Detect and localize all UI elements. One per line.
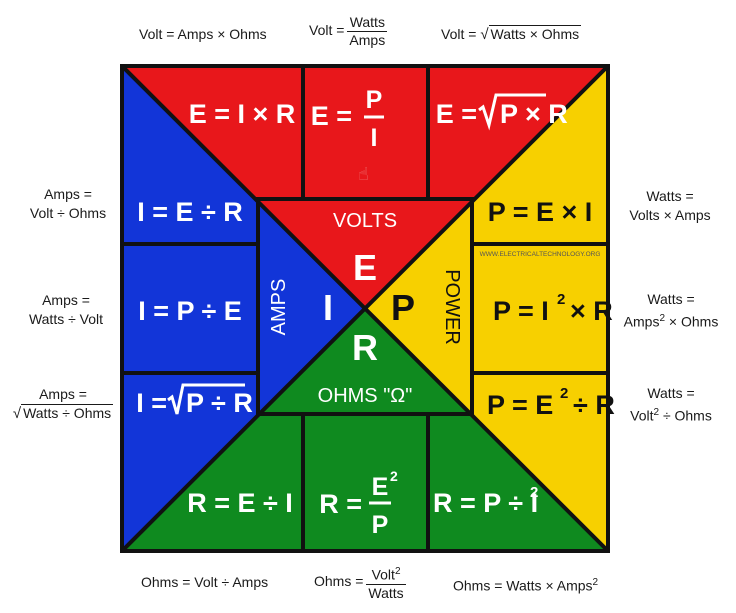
formula-e-sqrt-left: E = xyxy=(436,99,477,129)
power-label: POWER xyxy=(441,269,463,345)
label-volt-sqrt: Volt = √Watts × Ohms xyxy=(441,25,582,44)
label-watts-1-line2: Volts × Amps xyxy=(629,207,711,223)
label-volt-frac-num: Watts xyxy=(347,14,388,32)
label-ohms-3-sup: 2 xyxy=(592,577,599,588)
label-volt-sqrt-left: Volt = xyxy=(441,26,477,42)
label-amps-volt-ohms: Amps = Volt ÷ Ohms xyxy=(18,185,118,223)
sqrt-sign-icon: √ xyxy=(12,405,22,422)
label-ohms-volt-amps: Ohms = Volt ÷ Amps xyxy=(141,574,269,590)
formula-e-sqrt-body: P × R xyxy=(500,99,568,129)
label-ohms-frac-sup: 2 xyxy=(394,566,401,577)
amps-label: AMPS xyxy=(268,279,290,336)
label-volt-amps-ohms: Volt = Amps × Ohms xyxy=(139,26,267,42)
label-volt-sqrt-body: Watts × Ohms xyxy=(488,25,582,42)
label-amps-1-line1: Amps = xyxy=(44,186,92,202)
formula-e-p-over-i-den: I xyxy=(371,124,378,152)
formula-i-e-div-r: I = E ÷ R xyxy=(137,197,243,227)
formula-r-e-div-i: R = E ÷ I xyxy=(187,488,293,518)
sqrt-sign-icon xyxy=(478,93,546,131)
label-watts-3-ohms: ÷ Ohms xyxy=(662,407,712,424)
letter-e: E xyxy=(353,247,377,288)
label-volt-frac-den: Amps xyxy=(349,32,386,48)
power-quadrant xyxy=(365,66,608,551)
amps-quadrant xyxy=(122,66,365,551)
formula-p-e2r-sup: 2 xyxy=(560,385,568,402)
label-amps-sqrt: Amps = √Watts ÷ Ohms xyxy=(6,385,120,423)
formula-e-p-over-i-left: E = xyxy=(311,101,352,131)
letter-p: P xyxy=(391,287,415,328)
label-amps-3-line1: Amps = xyxy=(39,386,87,402)
formula-e-ixr: E = I × R xyxy=(189,99,296,129)
label-ohms-frac-left: Ohms = xyxy=(314,573,364,590)
watermark-url: WWW.ELECTRICALTECHNOLOGY.ORG xyxy=(480,251,601,258)
label-ohms-frac-den: Watts xyxy=(368,584,404,601)
formula-e-p-over-i-num: P xyxy=(366,86,383,114)
formula-i-p-div-e: I = P ÷ E xyxy=(138,296,242,326)
formula-p-i2r-a: P = I xyxy=(493,296,549,326)
sqrt-sign-icon: √ xyxy=(480,26,489,43)
label-ohms-watts-amps2: Ohms = Watts × Amps2 xyxy=(453,573,598,596)
label-amps-1-line2: Volt ÷ Ohms xyxy=(29,205,107,221)
label-ohms-frac-num: Volt xyxy=(371,566,395,583)
label-watts-2-ohms: × Ohms xyxy=(668,313,719,330)
label-amps-watts-volt: Amps = Watts ÷ Volt xyxy=(16,291,116,329)
label-watts-3-sup: 2 xyxy=(653,407,660,418)
ohms-quadrant xyxy=(122,308,608,551)
formula-r-p-div-i2: R = P ÷ I xyxy=(433,488,538,518)
label-watts-volts-amps: Watts = Volts × Amps xyxy=(620,187,720,225)
ohms-label: OHMS "Ω" xyxy=(318,385,413,407)
letter-i: I xyxy=(323,287,333,328)
label-watts-3-line1: Watts = xyxy=(647,385,695,401)
label-amps-2-line1: Amps = xyxy=(42,292,90,308)
label-watts-volt2-ohms: Watts = Volt2 ÷ Ohms xyxy=(616,384,726,426)
label-watts-2-sup: 2 xyxy=(659,313,666,324)
formula-r-p-div-i2-sup: 2 xyxy=(530,484,538,501)
formula-i-sqrt-body: P ÷ R xyxy=(186,388,253,418)
label-watts-2-line1: Watts = xyxy=(647,291,695,307)
formula-r-e2-over-p-den: P xyxy=(372,511,389,539)
grid-lines xyxy=(120,64,610,553)
label-amps-3-body: Watts ÷ Ohms xyxy=(21,404,114,421)
volts-label: VOLTS xyxy=(333,210,397,232)
hand-cursor-watermark: ☝ xyxy=(358,164,369,184)
label-watts-3-volt: Volt xyxy=(630,407,654,424)
formula-r-e2-over-p-num: E xyxy=(372,473,389,501)
formula-r-e2-over-p-left: R = xyxy=(319,489,362,519)
volts-quadrant xyxy=(122,66,608,308)
formula-p-e2r-a: P = E xyxy=(487,390,553,420)
label-watts-1-line1: Watts = xyxy=(646,188,694,204)
label-volt-frac-left: Volt = xyxy=(309,22,345,39)
formula-p-i2r-b: × R xyxy=(570,296,613,326)
label-ohms-3-text: Ohms = Watts × Amps xyxy=(453,577,593,594)
formula-i-sqrt-left: I = xyxy=(136,388,167,418)
formula-p-exi: P = E × I xyxy=(488,197,593,227)
letter-r: R xyxy=(352,327,378,368)
formula-p-e2r-b: ÷ R xyxy=(573,390,615,420)
formula-r-e2-over-p-sup: 2 xyxy=(390,468,398,484)
formula-p-i2r-sup: 2 xyxy=(557,291,565,308)
label-watts-amps2-ohms: Watts = Amps2 × Ohms xyxy=(616,290,726,332)
label-amps-2-line2: Watts ÷ Volt xyxy=(28,311,104,327)
sqrt-sign-icon xyxy=(167,383,245,415)
label-watts-2-amps: Amps xyxy=(623,313,660,330)
